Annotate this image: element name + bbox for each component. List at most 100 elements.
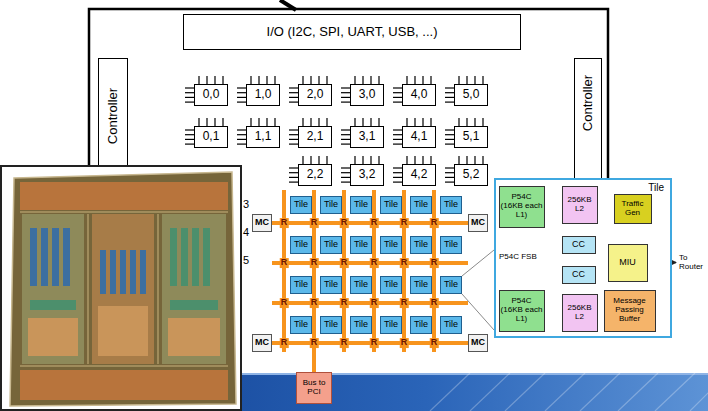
router-label: R: [280, 338, 289, 348]
box-label: 3,1: [352, 130, 382, 143]
box-label: CC: [564, 240, 594, 250]
router-label: R: [400, 258, 409, 268]
pin-stub: [362, 156, 363, 164]
tile-box: Tile: [410, 276, 432, 294]
box-label: MC: [254, 338, 270, 348]
memory-controller-box: MC: [252, 214, 272, 232]
pin-stub: [237, 101, 246, 102]
box-label: Tile: [322, 320, 340, 330]
pin-stub: [250, 118, 251, 126]
box-label: Tile: [412, 240, 430, 250]
pin-stub: [474, 156, 475, 164]
box-label: 5,2: [456, 168, 486, 181]
pin-stub: [393, 182, 402, 183]
pin-stub: [378, 118, 379, 126]
core-box: 4,0: [402, 84, 436, 106]
pin-stub: [445, 167, 454, 168]
pin-stub: [445, 139, 454, 140]
pin-stub: [406, 118, 407, 126]
pin-stub: [318, 76, 319, 84]
box-label: P54C (16KB each L1): [501, 297, 543, 323]
router-label: R: [280, 298, 289, 308]
pin-stub: [341, 167, 350, 168]
tile-box: Tile: [380, 236, 402, 254]
box-label: Controller: [581, 75, 595, 131]
pin-stub: [414, 156, 415, 164]
tile-box: Tile: [290, 196, 312, 214]
tile-box: Tile: [380, 276, 402, 294]
pin-stub: [222, 76, 223, 84]
pin-stub: [422, 76, 423, 84]
box-label: 5,0: [456, 88, 486, 101]
pin-stub: [185, 129, 194, 130]
pin-stub: [341, 129, 350, 130]
pin-stub: [289, 182, 298, 183]
box-label: Tile: [292, 200, 310, 210]
router-label: R: [400, 298, 409, 308]
pin-stub: [237, 97, 246, 98]
bus-label: P54C FSB: [499, 253, 537, 262]
pin-stub: [370, 156, 371, 164]
pin-stub: [341, 92, 350, 93]
tile-box: Tile: [350, 236, 372, 254]
router-label: R: [310, 338, 319, 348]
pin-stub: [341, 177, 350, 178]
pin-stub: [185, 144, 194, 145]
core-box: 3,2: [350, 164, 384, 186]
interface-unit-box: MIU: [608, 244, 648, 282]
tile-box: Tile: [290, 236, 312, 254]
tile-box: Tile: [320, 316, 342, 334]
bus-box: Bus to PCI: [296, 372, 332, 404]
pin-stub: [310, 156, 311, 164]
pin-stub: [393, 177, 402, 178]
pin-stub: [274, 76, 275, 84]
box-label: 3,2: [352, 168, 382, 181]
pin-stub: [341, 87, 350, 88]
tile-box: Tile: [350, 196, 372, 214]
pin-stub: [370, 118, 371, 126]
pin-stub: [289, 101, 298, 102]
cache-box: 256KB L2: [562, 186, 598, 224]
pin-stub: [341, 97, 350, 98]
box-label: Tile: [382, 280, 400, 290]
router-label: R: [430, 338, 439, 348]
box-label: Tile: [442, 320, 460, 330]
box-label: 5,1: [456, 130, 486, 143]
pin-stub: [341, 172, 350, 173]
pin-stub: [393, 134, 402, 135]
pin-stub: [466, 156, 467, 164]
core-box: 2,0: [298, 84, 332, 106]
memory-controller-box: MC: [468, 214, 488, 232]
pin-stub: [482, 156, 483, 164]
tile-box: Tile: [320, 196, 342, 214]
pin-stub: [302, 118, 303, 126]
box-label: 0,1: [196, 130, 226, 143]
core-box: 4,1: [402, 126, 436, 148]
box-label: Tile: [442, 240, 460, 250]
pin-stub: [341, 101, 350, 102]
router-label: R: [310, 218, 319, 228]
box-label: Tile: [442, 200, 460, 210]
box-label: MC: [470, 338, 486, 348]
row-number: 3: [243, 198, 249, 210]
pin-stub: [393, 167, 402, 168]
pin-stub: [393, 129, 402, 130]
box-label: Tile: [322, 240, 340, 250]
router-label: R: [370, 218, 379, 228]
pin-stub: [406, 156, 407, 164]
cache-box: 256KB L2: [562, 294, 598, 332]
pin-stub: [482, 118, 483, 126]
box-label: 2,2: [300, 168, 330, 181]
box-label: 2,0: [300, 88, 330, 101]
core-box: 2,1: [298, 126, 332, 148]
pin-stub: [289, 134, 298, 135]
box-label: Tile: [352, 240, 370, 250]
box-label: Tile: [382, 240, 400, 250]
mesh-link: [402, 190, 406, 352]
pin-stub: [237, 87, 246, 88]
box-label: Tile: [352, 280, 370, 290]
box-label: 1,0: [248, 88, 278, 101]
box-label: Tile: [292, 240, 310, 250]
pin-stub: [414, 118, 415, 126]
